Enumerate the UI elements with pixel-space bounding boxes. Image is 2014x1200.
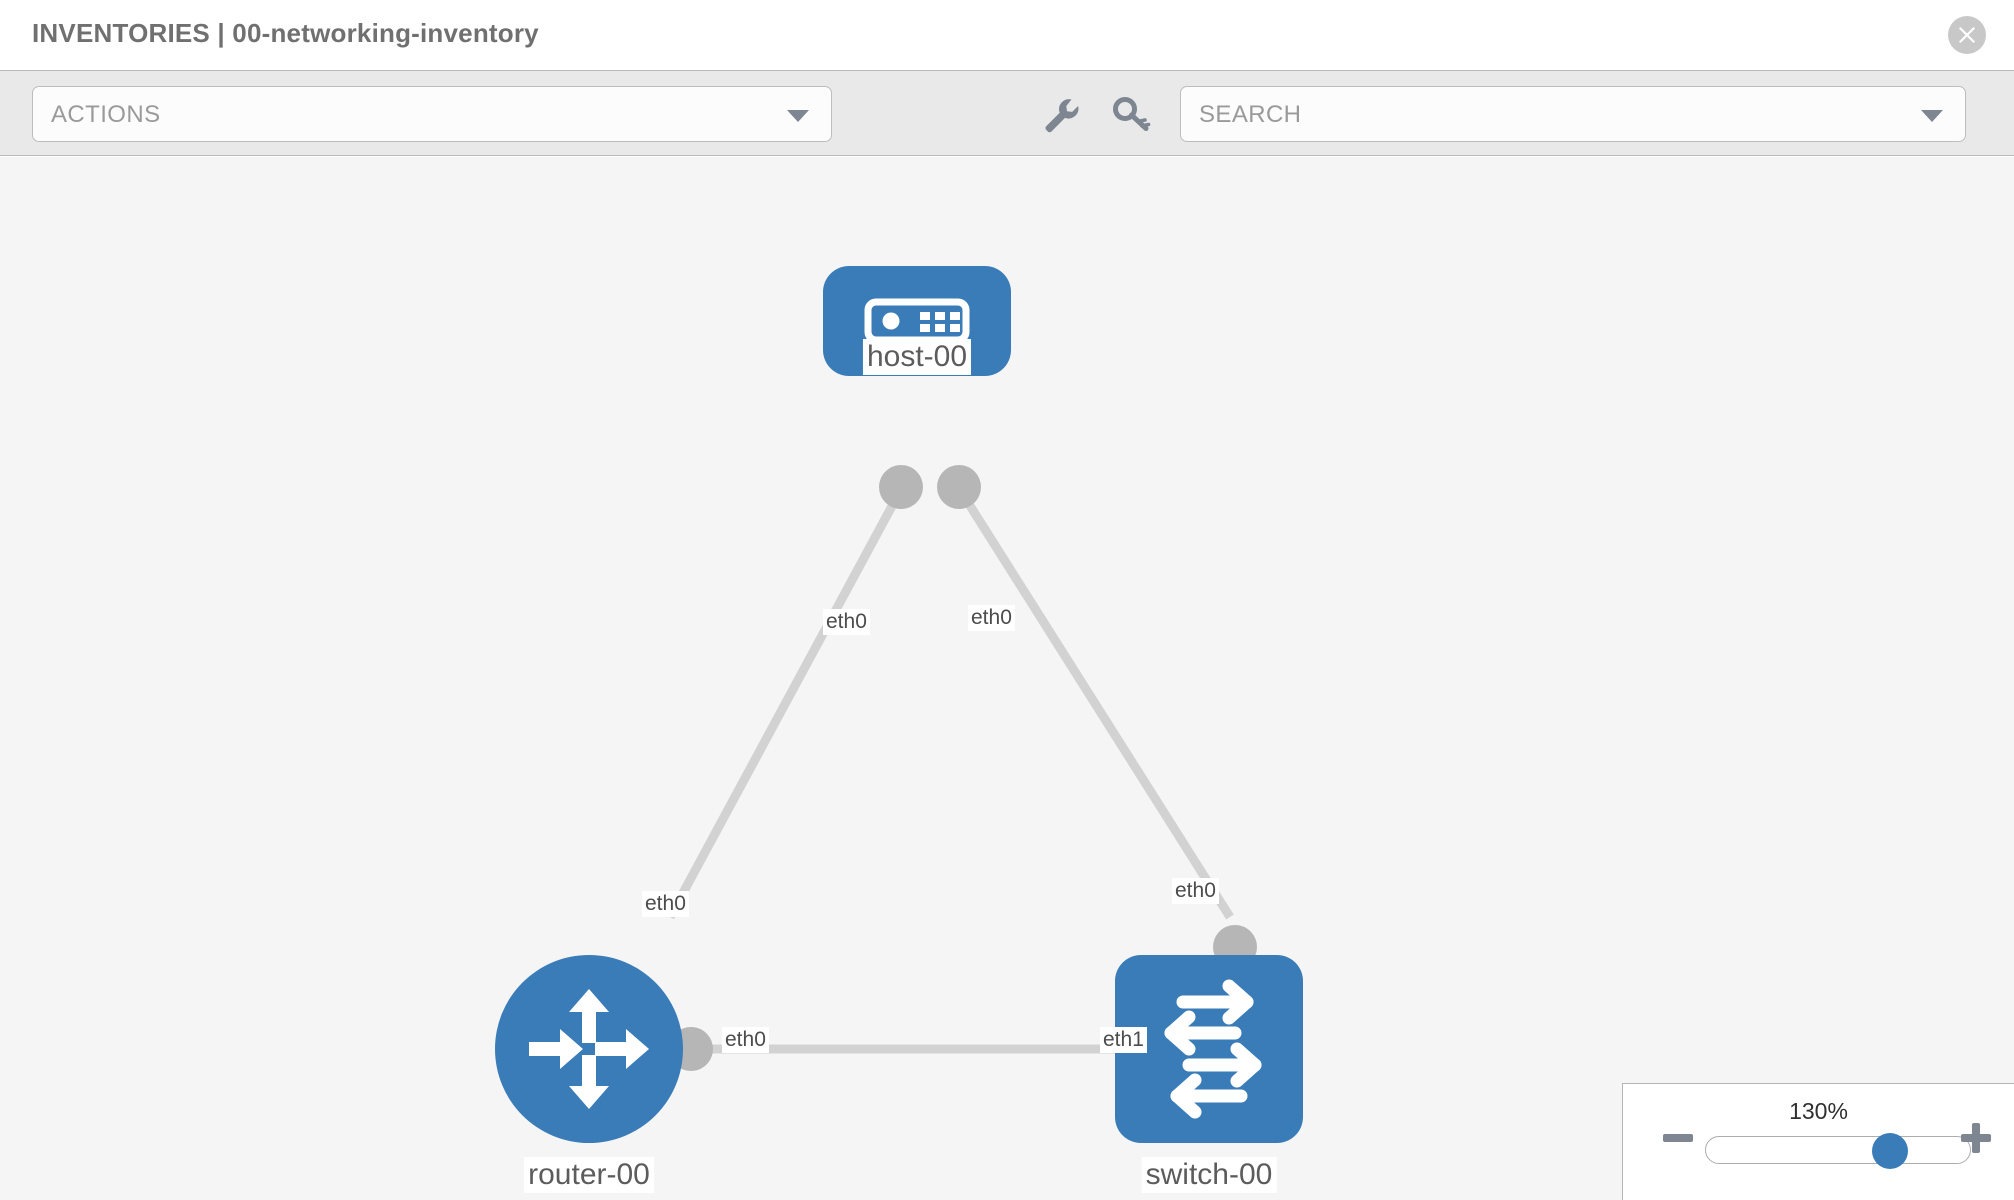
chevron-down-icon[interactable] [1921, 110, 1943, 122]
zoom-slider[interactable] [1705, 1133, 1971, 1169]
window-header: INVENTORIES | 00-networking-inventory [0, 0, 2014, 70]
node-label-switch-00: switch-00 [1141, 1157, 1277, 1193]
toolbar: ACTIONS SEARCH [0, 70, 2014, 156]
interface-label: eth0 [968, 605, 1015, 631]
zoom-level-label: 130% [1789, 1098, 1848, 1124]
zoom-control-panel: 130% [1622, 1083, 2014, 1200]
chevron-down-icon [787, 110, 809, 122]
node-label-router-00: router-00 [524, 1157, 654, 1193]
zoom-out-button[interactable] [1663, 1131, 1693, 1149]
search-input[interactable]: SEARCH [1180, 86, 1966, 142]
interface-label: eth0 [1172, 878, 1219, 904]
key-icon[interactable] [1112, 96, 1152, 134]
node-label-host-00: host-00 [862, 339, 972, 375]
close-icon[interactable] [1948, 16, 1986, 54]
topology-canvas[interactable]: host-00 router-00 switch-00 eth0 eth0 et… [0, 157, 2014, 1200]
actions-dropdown-label: ACTIONS [51, 101, 161, 128]
wrench-icon[interactable] [1040, 96, 1080, 134]
interface-label: eth1 [1100, 1027, 1147, 1053]
node-router-00[interactable] [495, 955, 683, 1143]
interface-label: eth0 [823, 609, 870, 635]
actions-dropdown[interactable]: ACTIONS [32, 86, 832, 142]
router-arrows-icon [529, 989, 649, 1109]
switch-arrows-icon [1164, 979, 1262, 1119]
interface-label: eth0 [642, 891, 689, 917]
zoom-slider-thumb[interactable] [1872, 1133, 1909, 1169]
page-title: INVENTORIES | 00-networking-inventory [32, 18, 539, 48]
zoom-in-button[interactable] [1960, 1122, 1992, 1159]
interface-label: eth0 [722, 1027, 769, 1053]
search-placeholder: SEARCH [1199, 101, 1302, 128]
